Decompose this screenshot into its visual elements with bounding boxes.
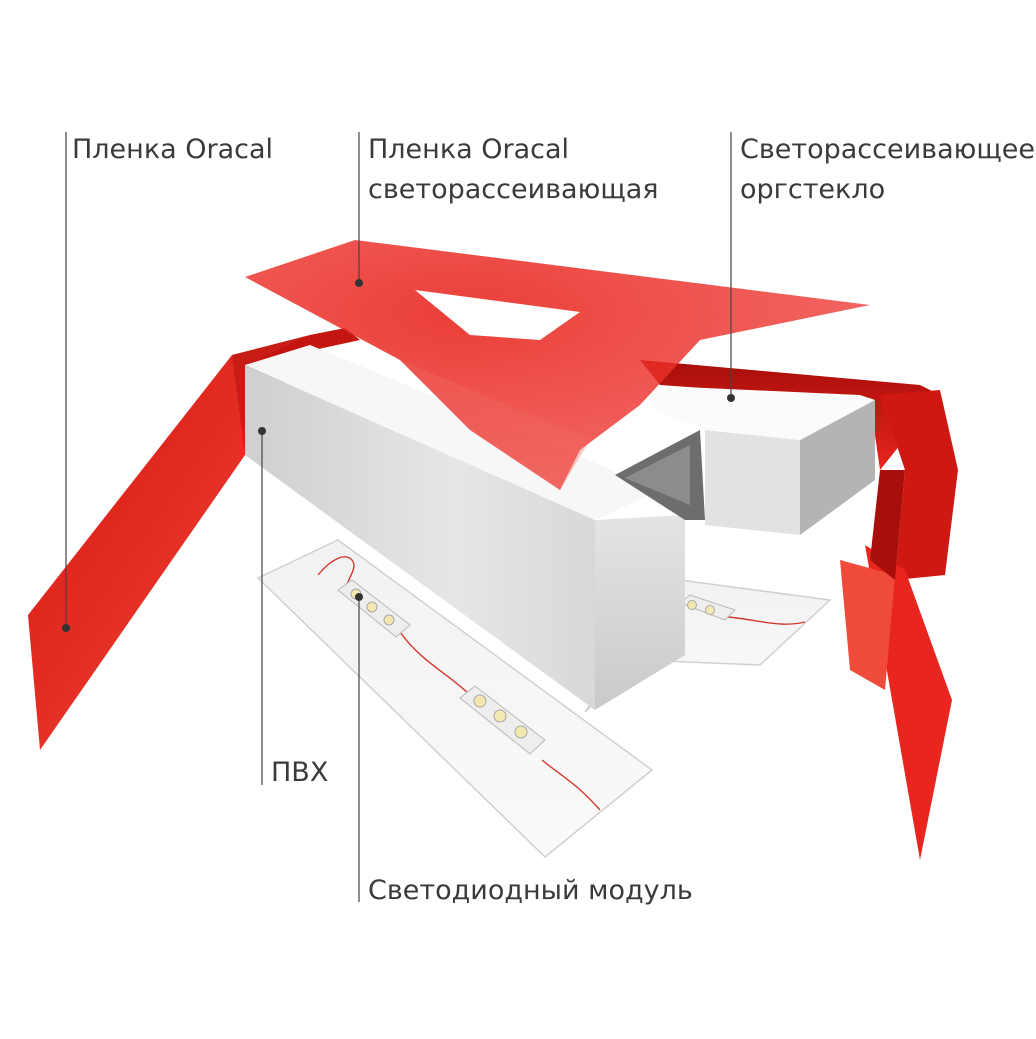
red-side-film-right	[840, 390, 958, 860]
led-module-3	[679, 594, 736, 621]
label-diffusing-acrylic: Светорассеивающее оргстекло	[740, 130, 1035, 210]
leader-dots	[62, 279, 735, 632]
led-module-2	[459, 685, 546, 755]
label-line: Светодиодный модуль	[368, 875, 693, 906]
red-side-film-back	[245, 328, 940, 470]
label-pvc: ПВХ	[271, 753, 328, 793]
oracal-diffusing-film	[245, 240, 870, 490]
label-led-module: Светодиодный модуль	[368, 871, 693, 911]
label-line: Пленка Oracal	[72, 134, 274, 165]
label-line: ПВХ	[271, 757, 329, 788]
label-oracal-diffusing-film: Пленка Oracal светорассеивающая	[368, 130, 659, 210]
label-line: Светорассеивающее	[740, 134, 1035, 165]
label-line: светорассеивающая	[368, 174, 659, 205]
leader-lines	[65, 132, 732, 902]
label-line: Пленка Oracal	[368, 134, 570, 165]
label-line: оргстекло	[740, 174, 886, 205]
label-oracal-film: Пленка Oracal	[72, 130, 273, 170]
